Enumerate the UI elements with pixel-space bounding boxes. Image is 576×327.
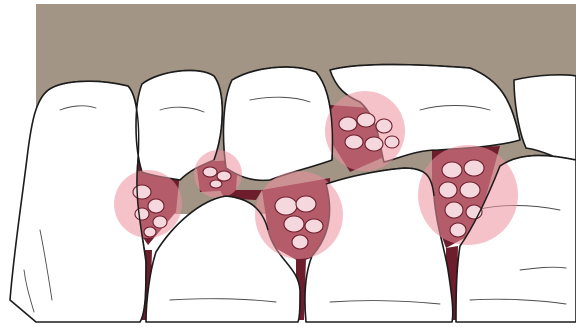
highlight-zone-4 bbox=[325, 91, 405, 171]
stone-upper-3 bbox=[224, 67, 333, 180]
